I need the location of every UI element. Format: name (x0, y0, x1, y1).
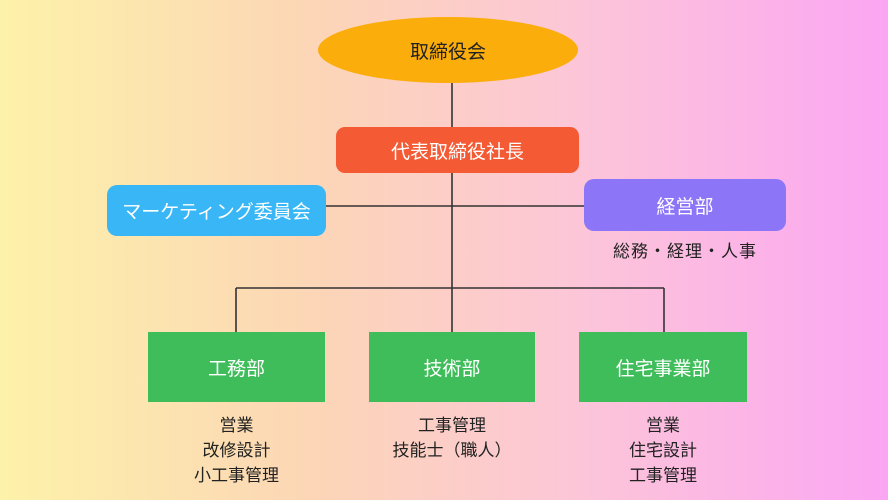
admin-department-node: 経営部 (584, 179, 786, 231)
admin-duties-text: 総務・経理・人事 (613, 242, 757, 262)
board-node: 取締役会 (318, 17, 578, 83)
ceo-node: 代表取締役社長 (336, 127, 579, 173)
duty-item: 小工事管理 (194, 466, 279, 486)
duty-item: 営業 (646, 416, 680, 436)
technical-department-duties: 工事管理 技能士（職人） (369, 414, 535, 464)
construction-department-node: 工務部 (148, 332, 325, 402)
duty-item: 技能士（職人） (392, 441, 512, 461)
technical-department-node: 技術部 (369, 332, 535, 402)
housing-department-node: 住宅事業部 (579, 332, 747, 402)
duty-item: 営業 (219, 416, 254, 436)
duty-item: 改修設計 (202, 441, 271, 461)
duty-item: 住宅設計 (629, 441, 697, 461)
duty-item: 工事管理 (629, 466, 697, 486)
construction-department-duties: 営業 改修設計 小工事管理 (148, 414, 325, 489)
housing-department-duties: 営業 住宅設計 工事管理 (579, 414, 747, 489)
duty-item: 工事管理 (418, 416, 486, 436)
marketing-committee-node: マーケティング委員会 (107, 185, 326, 236)
admin-department-duties: 総務・経理・人事 (584, 240, 786, 265)
